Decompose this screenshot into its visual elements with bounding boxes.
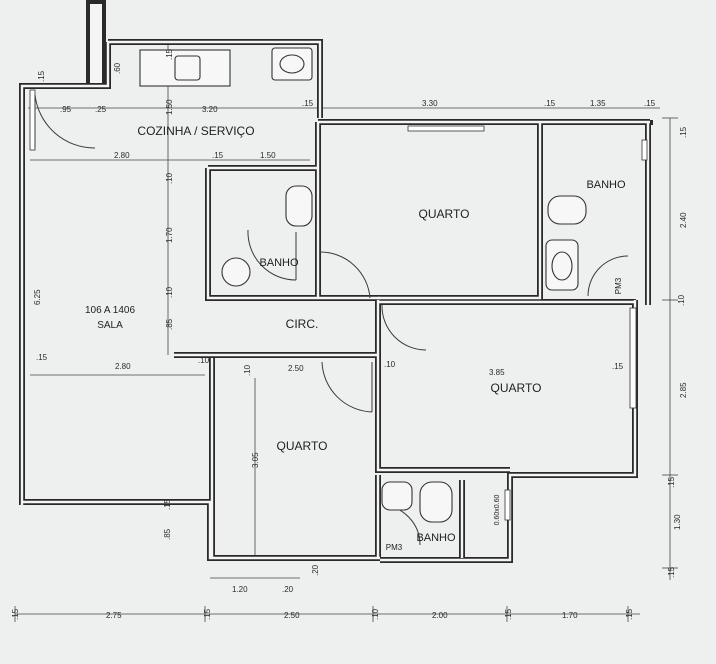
- dim-label: .15: [667, 566, 676, 578]
- dim-label: 3.30: [422, 99, 438, 108]
- dim-label: .85: [163, 528, 172, 540]
- dim-label: .10: [384, 360, 396, 369]
- dim-label: 1.50: [165, 99, 174, 115]
- dim-label: 3.85: [489, 368, 505, 377]
- dim-label: 3.20: [202, 105, 218, 114]
- room-labels: COZINHA / SERVIÇO 106 A 1406 SALA QUARTO…: [85, 124, 626, 552]
- dim-label: .10: [677, 294, 686, 306]
- dim-label: .10: [165, 172, 174, 184]
- room-label-circ: CIRC.: [286, 317, 319, 331]
- room-label-banho-bottom: BANHO: [416, 532, 456, 544]
- dim-label: 2.50: [284, 611, 300, 620]
- dim-label: .15: [544, 99, 556, 108]
- dim-label: 2.40: [679, 212, 688, 228]
- room-label-cozinha: COZINHA / SERVIÇO: [137, 124, 254, 138]
- dim-label: .15: [165, 48, 174, 60]
- room-label-quarto-right: QUARTO: [491, 381, 542, 395]
- room-label-banho-right: BANHO: [586, 179, 626, 191]
- dim-label: 2.50: [288, 364, 304, 373]
- dim-label: 2.75: [106, 611, 122, 620]
- dim-label: .10: [165, 286, 174, 298]
- tag-window-small: 0.60x0.60: [494, 495, 501, 526]
- dim-label: .20: [282, 585, 294, 594]
- dim-label: .15: [203, 608, 212, 620]
- dim-label: .15: [504, 608, 513, 620]
- dim-label: .15: [679, 126, 688, 138]
- dim-label: .20: [311, 564, 320, 576]
- dim-label: .15: [667, 476, 676, 488]
- dim-label: .25: [95, 105, 107, 114]
- dimension-lines: [14, 45, 678, 622]
- fixtures: [139, 47, 587, 523]
- dim-label: 1.20: [232, 585, 248, 594]
- dim-label: .15: [612, 362, 624, 371]
- dim-label: 1.70: [165, 227, 174, 243]
- dim-label: 3.05: [251, 452, 260, 468]
- dim-label: 2.85: [679, 382, 688, 398]
- room-label-sala: SALA: [97, 320, 123, 331]
- dim-label: 1.30: [673, 514, 682, 530]
- windows: [29, 89, 648, 521]
- room-label-quarto-top: QUARTO: [419, 207, 470, 221]
- dim-label: .15: [36, 353, 48, 362]
- dim-label: .15: [625, 608, 634, 620]
- dim-label: 1.50: [260, 151, 276, 160]
- tag-pm3-right: PM3: [614, 277, 623, 294]
- dim-label: .10: [243, 364, 252, 376]
- dim-label: .10: [198, 356, 210, 365]
- dim-label: .15: [302, 99, 314, 108]
- unit-title: 106 A 1406: [85, 305, 135, 316]
- dim-label: .60: [113, 62, 122, 74]
- room-label-banho-mid: BANHO: [259, 257, 299, 269]
- dim-label: 1.70: [562, 611, 578, 620]
- dim-label: 2.80: [114, 151, 130, 160]
- dim-label: .95: [60, 105, 72, 114]
- dim-label: .15: [163, 498, 172, 510]
- dim-label: .85: [165, 318, 174, 330]
- dim-label: .15: [11, 608, 20, 620]
- door-swings: [34, 94, 629, 546]
- dim-label: .15: [37, 70, 46, 82]
- dim-label: 1.35: [590, 99, 606, 108]
- dim-label: 2.80: [115, 362, 131, 371]
- dim-label: .15: [644, 99, 656, 108]
- dim-label: .10: [371, 608, 380, 620]
- dim-label: 6.25: [33, 289, 42, 305]
- dimension-labels: .95 .25 3.20 .15 3.30 .15 1.35 .15 .15 .…: [11, 48, 688, 620]
- room-label-quarto-bottom: QUARTO: [277, 439, 328, 453]
- dim-label: 2.00: [432, 611, 448, 620]
- dim-label: .15: [212, 151, 224, 160]
- tag-pm3-bottom: PM3: [386, 543, 403, 552]
- wall-cores: [20, 40, 650, 562]
